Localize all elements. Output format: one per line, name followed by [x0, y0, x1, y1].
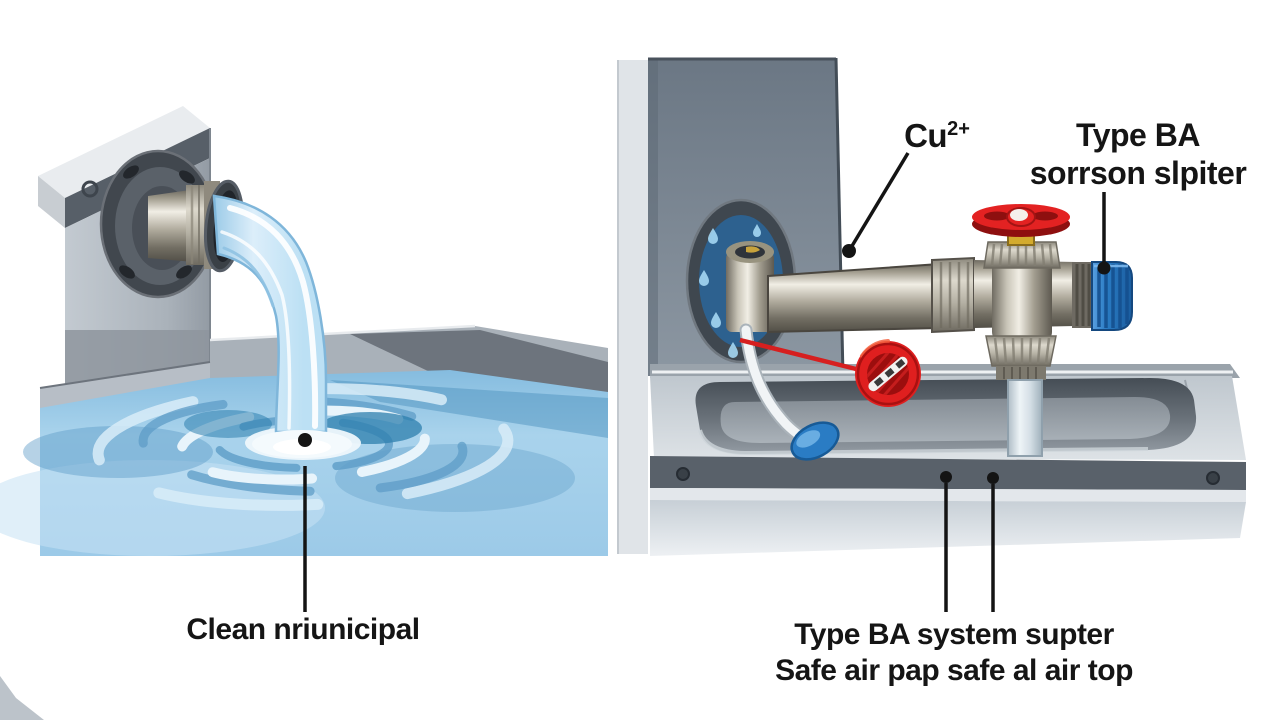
cu-base-text: Cu — [904, 117, 948, 154]
tank-bolt — [1206, 471, 1220, 485]
label-type-ba-device: Type BA sorrson slpiter — [1007, 116, 1269, 192]
crossed-bar — [868, 356, 908, 392]
tank-light-strip — [650, 488, 1246, 502]
leader-line-cu — [850, 152, 910, 247]
trim-bolt — [81, 180, 99, 198]
wall-cap-side — [38, 176, 65, 228]
left-scene — [0, 106, 608, 556]
pipe-coupling — [931, 256, 975, 334]
system-line1: Type BA system supter — [794, 618, 1114, 651]
tank-body — [650, 500, 1246, 556]
type-ba-line2: sorrson slpiter — [1029, 155, 1247, 191]
basin-rim-edge — [40, 362, 210, 412]
drop-pipe — [1007, 379, 1043, 457]
cu-superscript: 2+ — [947, 118, 970, 140]
valve-handwheel — [972, 204, 1070, 237]
horizontal-pipe — [767, 262, 941, 334]
label-type-ba-system: Type BA system supter Safe air pap safe … — [753, 617, 1155, 689]
tank-bolt — [676, 467, 690, 481]
valve-assembly — [726, 204, 1133, 457]
leader-dot-clean — [298, 433, 312, 447]
handwheel-highlight — [1010, 209, 1028, 221]
sink-tank — [650, 364, 1246, 460]
prohibition-icon — [855, 339, 921, 407]
corner-surface — [0, 676, 44, 720]
type-ba-line1: Type BA — [1076, 117, 1200, 153]
leader-dot-typeba — [1097, 261, 1111, 275]
leader-dot-system-1 — [940, 471, 952, 483]
clean-text: Clean nriunicipal — [186, 613, 420, 646]
blue-disc — [790, 421, 840, 461]
wall-elbow — [726, 252, 774, 332]
blue-cap — [1091, 261, 1133, 331]
right-scene — [617, 57, 1246, 556]
leader-dot-system-2 — [987, 472, 999, 484]
wall-edge-band — [618, 60, 648, 554]
water-stream — [212, 194, 352, 458]
tee-body-vertical — [992, 246, 1052, 342]
water-droplets — [699, 224, 761, 358]
label-cu-ion: Cu2+ — [872, 117, 1002, 155]
wall-cap-top — [38, 106, 210, 198]
tank-front — [650, 456, 1246, 556]
brass-glint — [746, 246, 760, 253]
system-line2: Safe air pap safe al air top — [775, 654, 1133, 687]
red-leader-line — [739, 337, 861, 373]
leader-lines — [298, 152, 1111, 612]
label-clean-municipal: Clean nriunicipal — [172, 613, 434, 647]
leader-dot-cu — [842, 244, 856, 258]
